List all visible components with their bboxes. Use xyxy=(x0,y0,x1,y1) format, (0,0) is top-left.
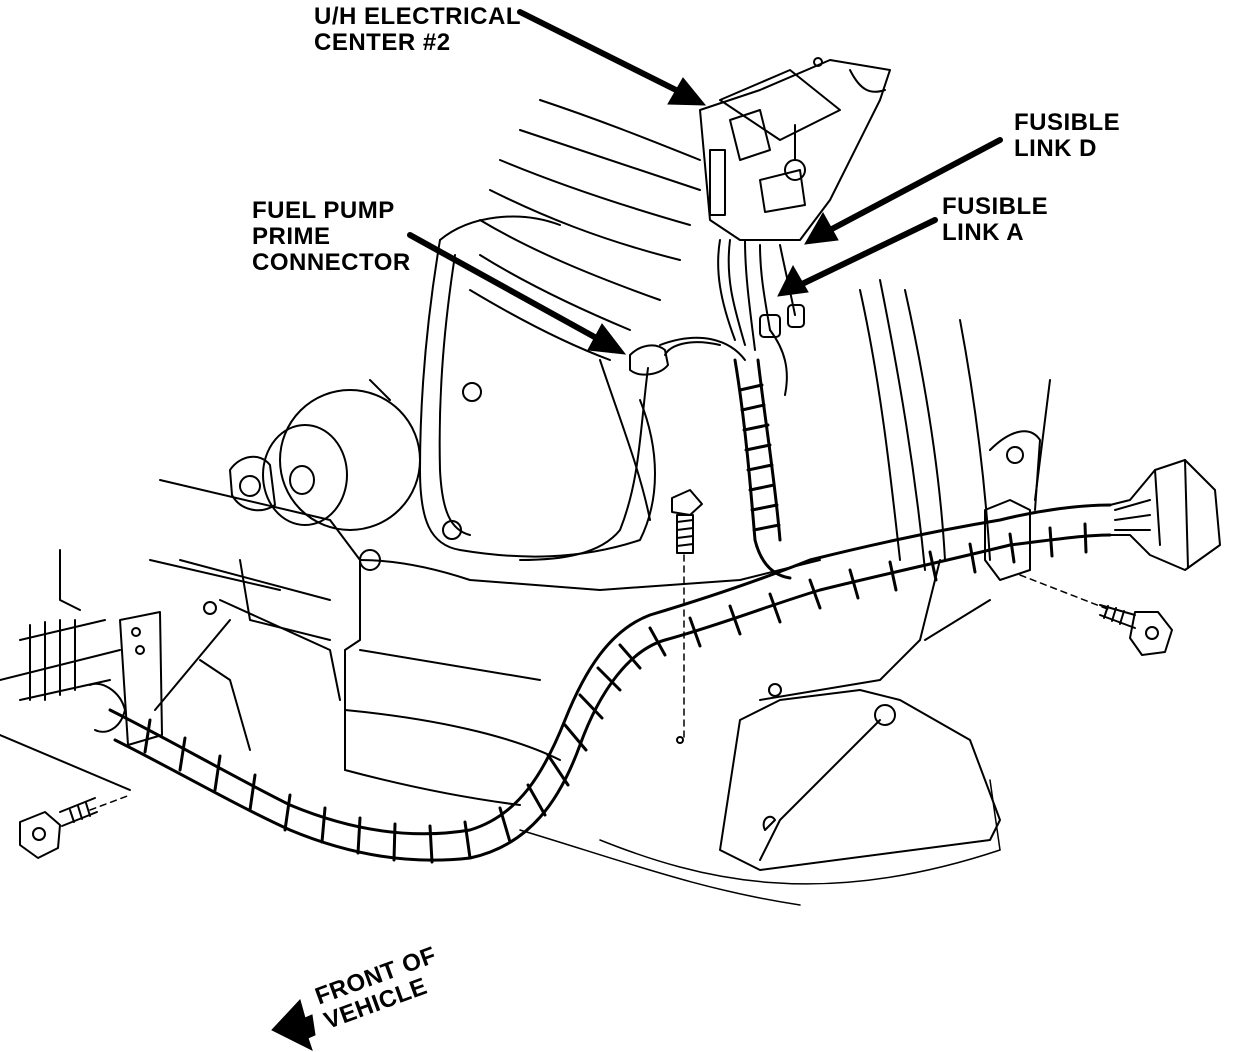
bolt-center xyxy=(671,489,703,744)
wire-bundle xyxy=(659,239,805,396)
callout-fla-line1: FUSIBLE xyxy=(942,193,1049,220)
callout-fusible-link-a: FUSIBLE LINK A xyxy=(942,194,1048,246)
right-bracket xyxy=(759,430,1041,701)
callout-fld-line2: LINK D xyxy=(1014,135,1097,162)
fender-hatching xyxy=(469,99,1051,571)
strut-tower xyxy=(419,215,656,558)
bolt-left xyxy=(19,794,131,859)
callout-uh-electrical-center: U/H ELECTRICAL CENTER #2 xyxy=(314,4,521,56)
callout-uh-line2: CENTER #2 xyxy=(314,29,451,56)
front-arrow-icon xyxy=(271,999,316,1051)
fuel-pump-prime-connector-shape xyxy=(519,341,721,561)
callout-fuel-pump-prime-connector: FUEL PUMP PRIME CONNECTOR xyxy=(252,198,411,276)
engine-block xyxy=(149,479,821,806)
callout-fpp-line2: PRIME xyxy=(252,223,331,250)
round-component xyxy=(229,379,421,531)
callout-arrows xyxy=(407,9,1003,355)
left-bracket xyxy=(0,549,231,791)
callout-fld-line1: FUSIBLE xyxy=(1014,109,1121,136)
electrical-center-box xyxy=(699,57,891,241)
callout-fla-line2: LINK A xyxy=(942,219,1025,246)
callout-uh-line1: U/H ELECTRICAL xyxy=(314,3,521,30)
lower-mount xyxy=(719,689,1001,871)
floor-lines xyxy=(519,779,1001,906)
callout-fpp-line3: CONNECTOR xyxy=(252,249,411,276)
main-harness xyxy=(108,503,1112,864)
harness-vertical xyxy=(733,358,792,580)
right-connector xyxy=(984,459,1221,581)
callout-fpp-line1: FUEL PUMP xyxy=(252,197,395,224)
callout-fusible-link-d: FUSIBLE LINK D xyxy=(1014,110,1120,162)
bolt-right xyxy=(1019,574,1173,656)
